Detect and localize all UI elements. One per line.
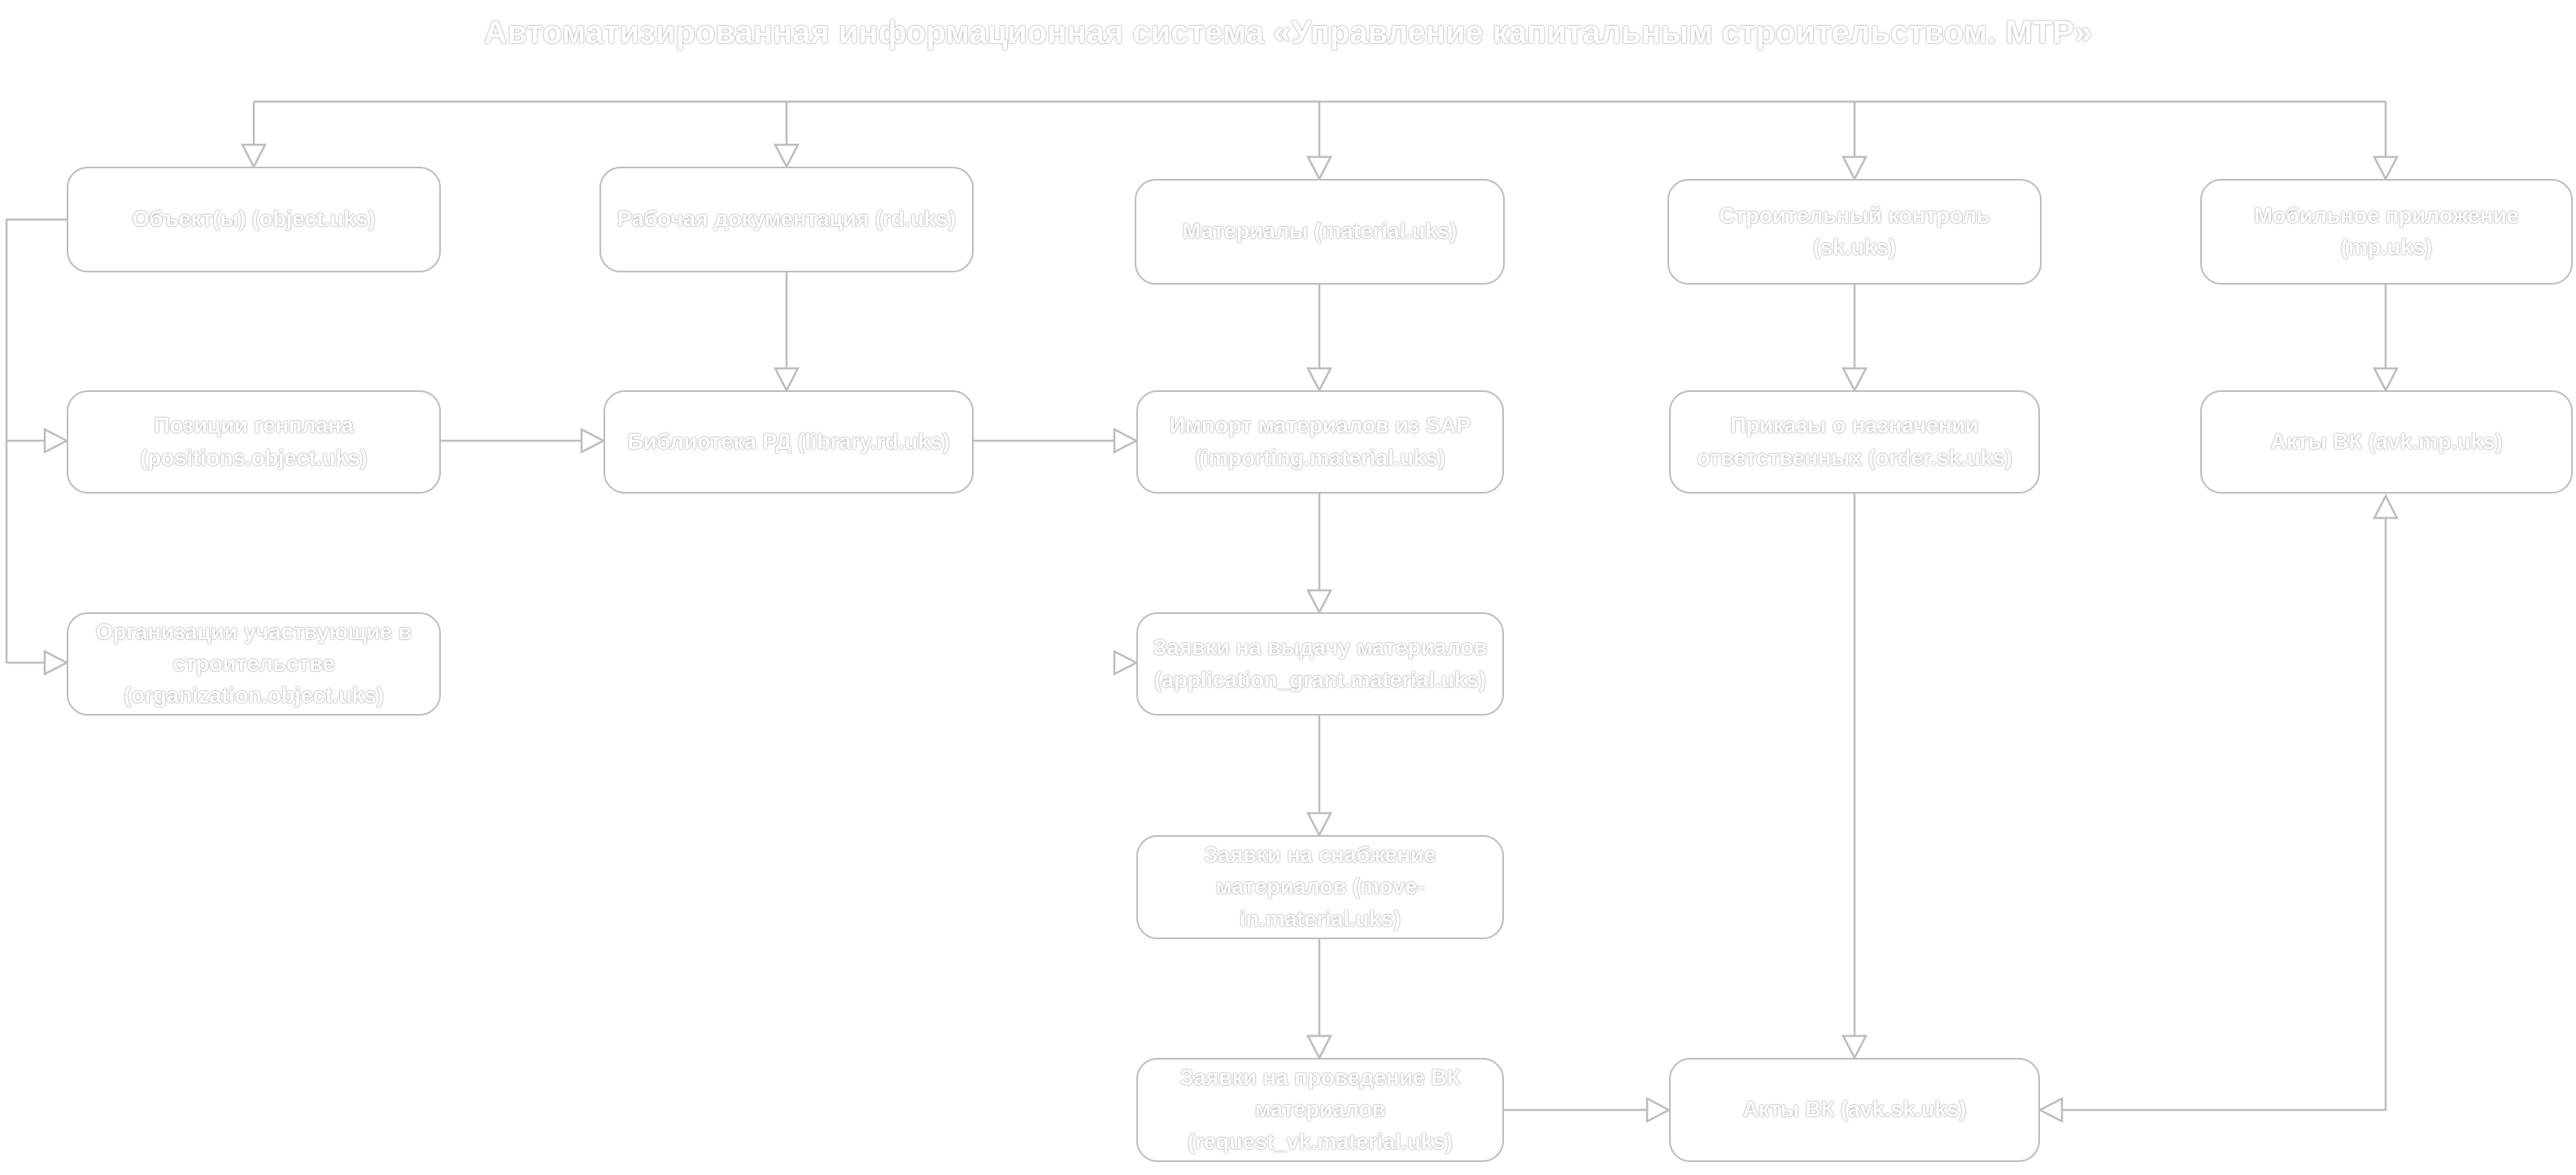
arrowhead-requestvk-top — [1305, 1034, 1333, 1060]
arrowhead-positions — [43, 427, 69, 455]
arrowhead-importing-top — [1305, 367, 1333, 393]
node-avk-sk-label: Акты ВК (avk.sk.uks) — [1742, 1097, 1967, 1122]
node-application-grant: Заявки на выдачу материалов (application… — [1136, 612, 1504, 716]
node-positions: Позиции генплана (positions.object.uks) — [67, 390, 441, 494]
arrowhead-library-top — [773, 367, 800, 393]
arrowhead-rd — [773, 143, 800, 169]
arrowhead-avksk-right — [2038, 1096, 2064, 1124]
node-avk-mp: Акты ВК (avk.mp.uks) — [2200, 390, 2573, 494]
node-application-grant-label: Заявки на выдачу материалов (application… — [1153, 635, 1488, 692]
node-organization: Организации участвующие в строительстве … — [67, 612, 441, 716]
arrowhead-avkmp-bottom — [2372, 494, 2399, 520]
node-rd: Рабочая документация (rd.uks) — [599, 167, 974, 272]
arrowhead-avksk-left — [1645, 1096, 1672, 1124]
arrowhead-mp — [2372, 155, 2399, 181]
arrowhead-sk — [1841, 155, 1868, 181]
node-importing-label: Импорт материалов из SAP (importing.mate… — [1169, 413, 1471, 470]
node-order-label: Приказы о назначении ответственных (orde… — [1697, 413, 2012, 470]
arrowhead-importing-left — [1113, 427, 1139, 455]
arrowhead-objects — [240, 143, 268, 169]
arrowhead-movein-top — [1305, 812, 1333, 838]
arrowhead-grant-top — [1305, 589, 1333, 615]
node-organization-label: Организации участвующие в строительстве … — [95, 619, 412, 708]
node-importing: Импорт материалов из SAP (importing.mate… — [1136, 390, 1504, 494]
avkmp-to-avksk — [2062, 516, 2387, 1112]
node-library-label: Библиотека РД (library.rd.uks) — [627, 429, 950, 454]
arrowhead-grant-left — [1113, 649, 1139, 677]
node-sk-label: Строительный контроль (sk.uks) — [1719, 202, 1990, 259]
node-request-vk: Заявки на проведение ВК материалов (requ… — [1136, 1058, 1504, 1162]
node-materials-label: Материалы (material.uks) — [1182, 219, 1458, 244]
arrowhead-library-left — [580, 427, 606, 455]
node-objects-label: Объект(ы) (object.uks) — [132, 207, 376, 232]
node-mp-label: Мобильное приложение (mp.uks) — [2254, 202, 2519, 259]
node-rd-label: Рабочая документация (rd.uks) — [617, 207, 956, 232]
arrowhead-order-top — [1841, 367, 1868, 393]
diagram-title: Автоматизированная информационная систем… — [483, 15, 2093, 50]
node-library: Библиотека РД (library.rd.uks) — [604, 390, 974, 494]
arrowhead-avkmp-top — [2372, 367, 2399, 393]
node-request-vk-label: Заявки на проведение ВК материалов (requ… — [1179, 1065, 1461, 1154]
node-materials: Материалы (material.uks) — [1135, 179, 1505, 285]
node-mp: Мобильное приложение (mp.uks) — [2200, 179, 2573, 285]
node-order: Приказы о назначении ответственных (orde… — [1669, 390, 2040, 494]
node-move-in-label: Заявки на снабжение материалов (move-in.… — [1204, 842, 1436, 931]
node-avk-sk: Акты ВК (avk.sk.uks) — [1669, 1058, 2040, 1162]
node-positions-label: Позиции генплана (positions.object.uks) — [140, 413, 368, 470]
node-sk: Строительный контроль (sk.uks) — [1667, 179, 2042, 285]
arrowhead-avksk-top — [1841, 1034, 1868, 1060]
node-objects: Объект(ы) (object.uks) — [67, 167, 441, 272]
objects-side-line — [5, 218, 67, 663]
node-avk-mp-label: Акты ВК (avk.mp.uks) — [2270, 429, 2503, 454]
node-move-in: Заявки на снабжение материалов (move-in.… — [1136, 835, 1504, 939]
arrowhead-materials — [1305, 155, 1333, 181]
arrowhead-organization — [43, 649, 69, 677]
